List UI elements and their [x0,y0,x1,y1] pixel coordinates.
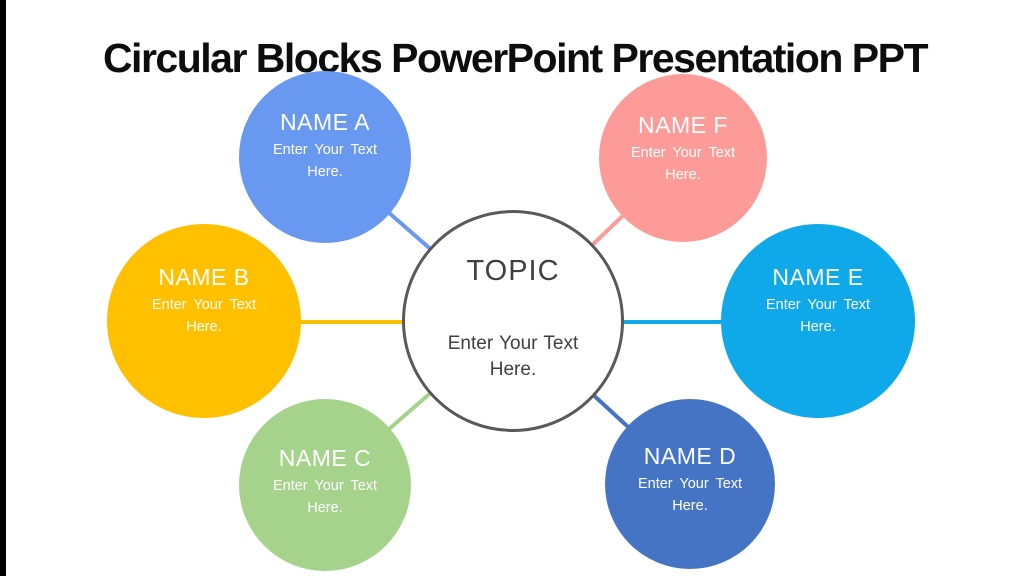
node-f-title: NAME F [638,112,728,138]
circle-node-b: NAME B Enter Your Text Here. [107,224,301,418]
topic-placeholder-text: Enter Your Text Here. [447,333,579,380]
node-a-placeholder-text: Enter Your Text Here. [272,142,378,180]
node-e-title: NAME E [772,264,864,290]
circle-node-a: NAME A Enter Your Text Here. [239,71,411,243]
circle-node-c: NAME C Enter Your Text Here. [239,399,411,571]
slide-title: Circular Blocks PowerPoint Presentation … [102,35,929,82]
node-b-placeholder-text: Enter Your Text Here. [151,297,257,335]
node-d-title: NAME D [643,443,737,469]
circle-node-d: NAME D Enter Your Text Here. [605,399,775,569]
node-a-title: NAME A [280,109,370,135]
circle-node-e: NAME E Enter Your Text Here. [721,224,915,418]
node-b-title: NAME B [158,264,250,290]
node-f-placeholder-text: Enter Your Text Here. [630,145,736,183]
circle-node-f: NAME F Enter Your Text Here. [599,74,767,242]
node-d-placeholder-text: Enter Your Text Here. [637,476,743,514]
node-c-title: NAME C [278,445,372,471]
left-edge-bar [0,0,6,576]
topic-title: TOPIC [466,255,560,287]
center-topic-circle: TOPIC Enter Your Text Here. [402,210,624,432]
node-e-placeholder-text: Enter Your Text Here. [765,297,871,335]
node-c-placeholder-text: Enter Your Text Here. [272,478,378,516]
